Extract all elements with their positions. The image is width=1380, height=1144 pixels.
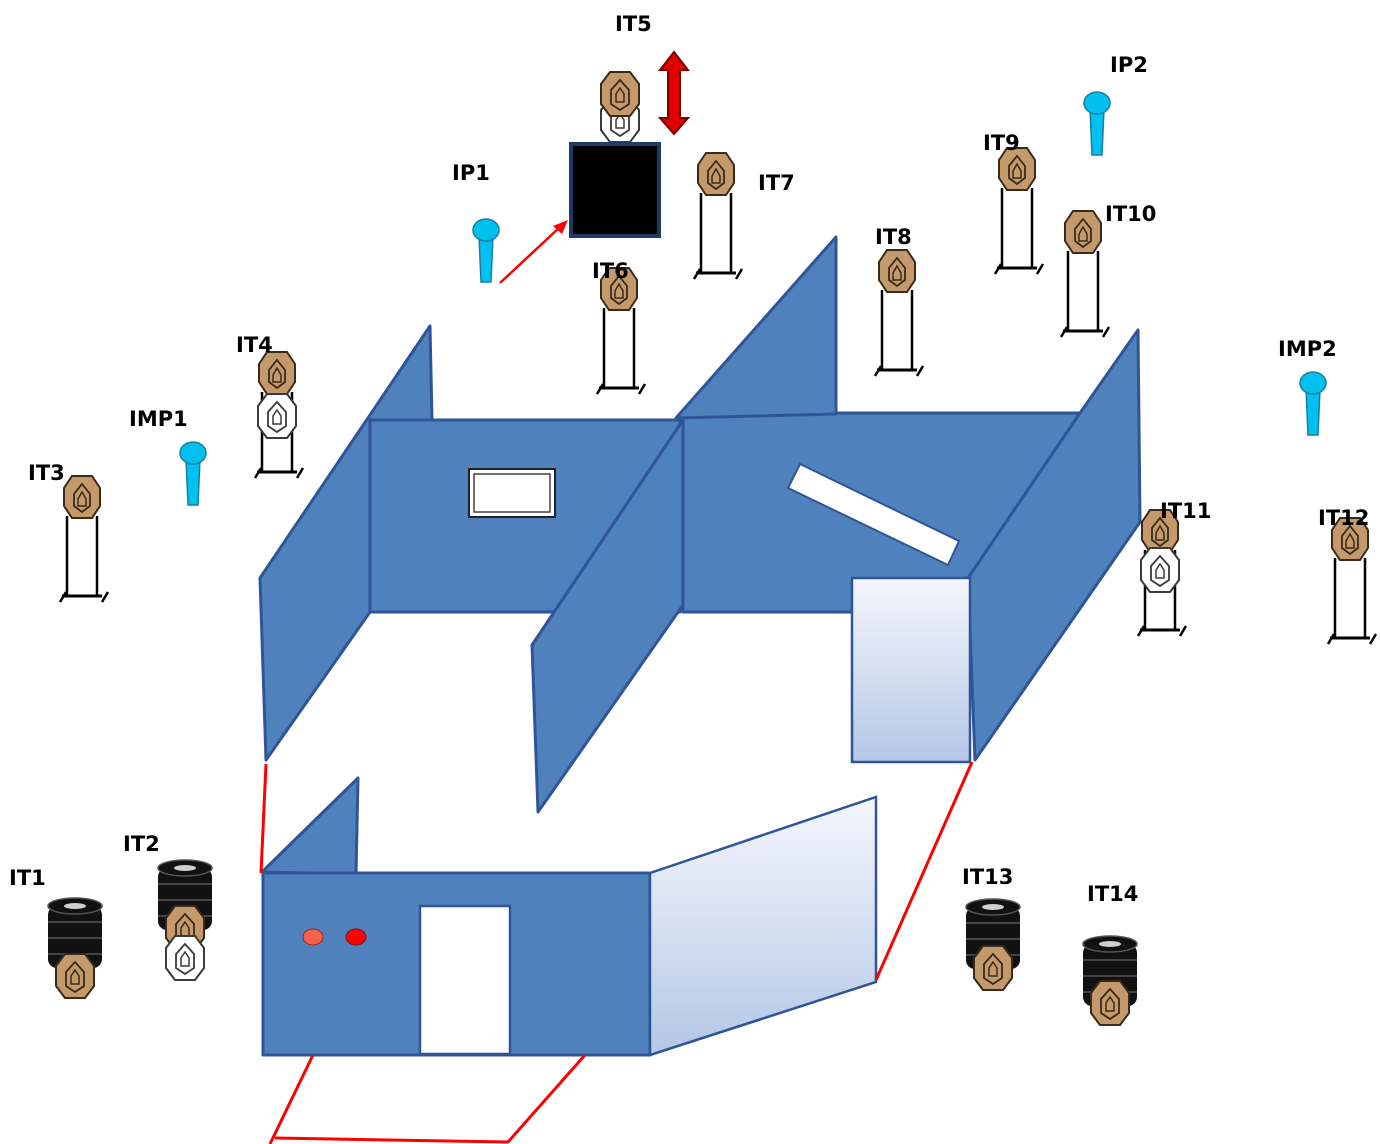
standing-target-icon [1059,209,1111,339]
label-it12: IT12 [1318,506,1369,530]
glass-wall-front [648,795,878,1057]
mover-arrow-icon [657,50,691,136]
label-it9: IT9 [983,131,1020,155]
brown-target-icon [1090,980,1130,1026]
label-it7: IT7 [758,171,795,195]
label-it8: IT8 [875,225,912,249]
position-marker-icon [472,218,500,283]
position-marker-icon [1299,371,1327,436]
label-it13: IT13 [962,865,1013,889]
position-marker-icon [1083,91,1111,156]
label-it1: IT1 [9,866,46,890]
standing-target-icon [1326,516,1378,646]
divider-wall [530,418,685,814]
standing-target-icon [595,266,647,396]
brown-target-icon [973,945,1013,991]
label-it2: IT2 [123,832,160,856]
glass-door-right [850,576,972,764]
divider-wall-top [674,235,838,420]
right-side-wall [966,328,1142,762]
no-shoot-target-icon [257,393,297,439]
ip1-arrow [499,220,568,284]
label-ip1: IP1 [452,161,490,185]
brown-target-icon [55,953,95,999]
label-it6: IT6 [592,259,629,283]
label-imp2: IMP2 [1278,337,1337,361]
label-it11: IT11 [1160,499,1211,523]
red-boundary-lines [259,761,974,1144]
it5-mover [569,50,691,238]
button-red [345,928,367,946]
label-it3: IT3 [28,461,65,485]
front-left-corner [260,776,360,876]
standing-target-icon [873,248,925,378]
position-marker-icon [179,441,207,506]
no-shoot-target-icon [165,935,205,981]
label-it10: IT10 [1105,202,1156,226]
standing-target-icon [692,151,744,281]
standing-target-icon [993,146,1045,276]
window-back-wall [468,468,556,518]
brown-target-icon [600,71,640,117]
label-it4: IT4 [236,333,273,357]
label-ip2: IP2 [1110,53,1148,77]
no-shoot-target-icon [1140,547,1180,593]
standing-target-icon [58,474,110,604]
mover-box [569,142,661,238]
button-light [302,928,324,946]
left-side-wall-top [258,324,434,762]
label-imp1: IMP1 [129,407,188,431]
front-door [418,904,512,1056]
labels: IT1 IT2 IT3 IT4 IT5 IT6 IT7 IT8 IT9 IT10… [9,12,1369,906]
slanted-window [786,462,961,567]
label-it5: IT5 [615,12,652,36]
structure [258,235,1142,1144]
label-it14: IT14 [1087,882,1138,906]
